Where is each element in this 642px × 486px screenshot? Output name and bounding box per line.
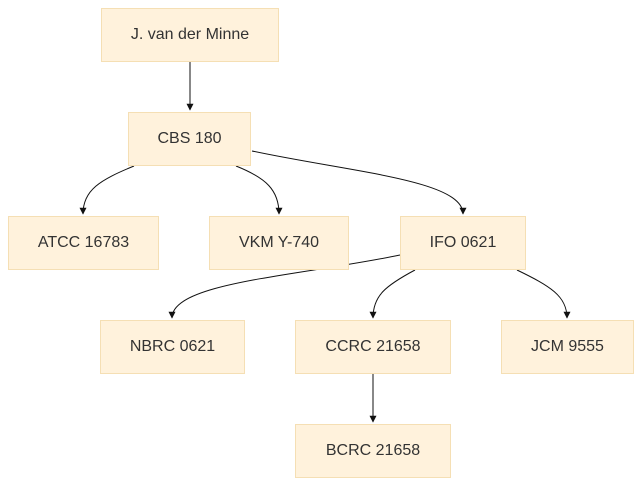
edge-ifo-0621-to-nbrc-0621: [168, 254, 401, 319]
node-label: CBS 180: [157, 130, 222, 147]
node-label: ATCC 16783: [37, 234, 130, 251]
node-label: VKM Y-740: [238, 234, 320, 251]
node-label: J. van der Minne: [130, 26, 250, 43]
edge-cbs-180-to-atcc-16783: [79, 165, 135, 215]
node-ifo-0621: IFO 0621: [400, 216, 526, 270]
edge-cbs-180-to-ifo-0621: [251, 150, 467, 215]
node-nbrc-0621: NBRC 0621: [100, 320, 245, 374]
edge-ifo-0621-to-jcm-9555: [516, 269, 571, 319]
edge-cbs-180-to-vkm-y-740: [235, 165, 283, 215]
edge-ifo-0621-to-ccrc-21658: [369, 269, 416, 319]
node-label: NBRC 0621: [129, 338, 216, 355]
node-label: JCM 9555: [531, 338, 604, 355]
node-label: IFO 0621: [429, 234, 497, 251]
node-atcc-16783: ATCC 16783: [8, 216, 159, 270]
node-label: CCRC 21658: [325, 338, 421, 355]
node-vkm-y-740: VKM Y-740: [209, 216, 349, 270]
node-j-van-der-minne: J. van der Minne: [101, 8, 279, 62]
node-jcm-9555: JCM 9555: [501, 320, 634, 374]
node-cbs-180: CBS 180: [128, 112, 251, 166]
node-ccrc-21658: CCRC 21658: [295, 320, 451, 374]
node-label: BCRC 21658: [325, 442, 421, 459]
node-bcrc-21658: BCRC 21658: [295, 424, 451, 478]
